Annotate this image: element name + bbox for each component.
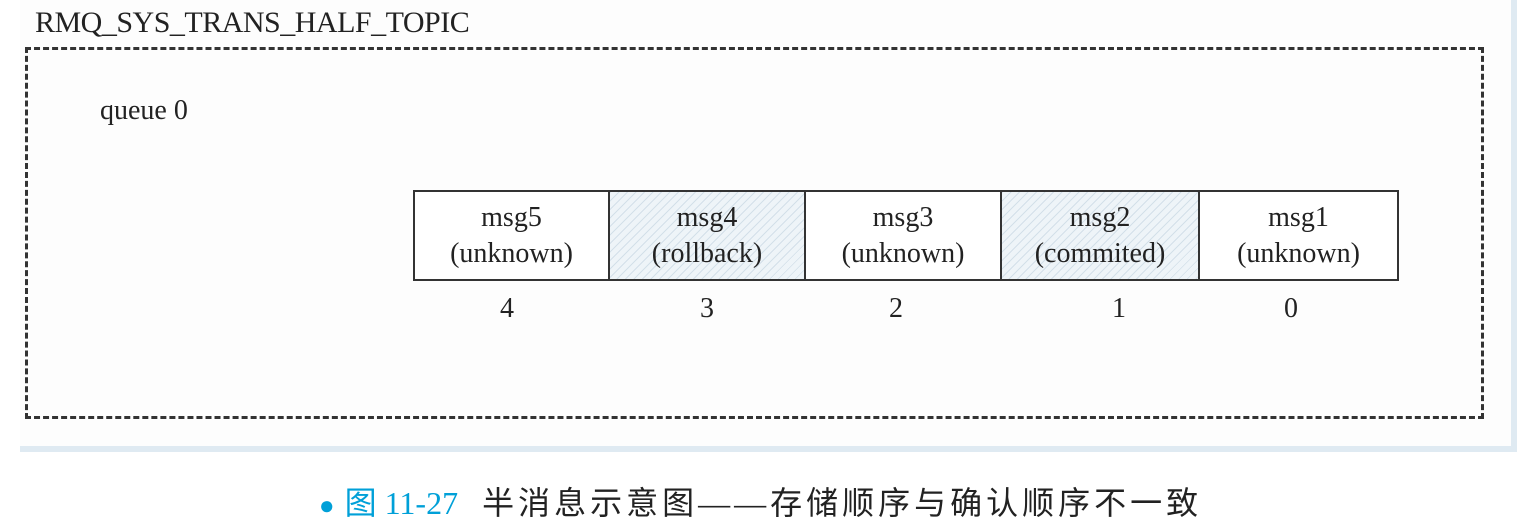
message-name: msg3 xyxy=(872,201,934,233)
bullet-icon: ● xyxy=(318,491,335,520)
figure-caption: ● 图 11-27 半消息示意图——存储顺序与确认顺序不一致 xyxy=(0,478,1521,524)
queue-label: queue 0 xyxy=(100,95,188,126)
message-state: (unknown) xyxy=(841,237,965,269)
message-name: msg4 xyxy=(676,201,738,233)
message-name: msg5 xyxy=(481,201,542,233)
figure-caption-text: 半消息示意图——存储顺序与确认顺序不一致 xyxy=(482,485,1203,521)
offset-label: 0 xyxy=(1284,293,1298,324)
message-state: (unknown) xyxy=(450,237,573,269)
message-state: (commited) xyxy=(1034,237,1166,269)
message-box-msg4: msg4 (rollback) xyxy=(608,190,806,281)
message-box-msg2: msg2 (commited) xyxy=(1000,190,1200,281)
message-state: (unknown) xyxy=(1237,237,1360,269)
offset-label: 4 xyxy=(500,293,514,324)
queue-container xyxy=(25,47,1484,419)
message-name: msg2 xyxy=(1069,201,1131,233)
message-box-msg1: msg1 (unknown) xyxy=(1198,190,1399,281)
message-box-msg5: msg5 (unknown) xyxy=(413,190,610,281)
message-state: (rollback) xyxy=(651,237,763,269)
message-name: msg1 xyxy=(1268,201,1329,233)
figure-number: 图 11-27 xyxy=(344,485,459,521)
offset-label: 1 xyxy=(1112,293,1126,324)
offset-label: 3 xyxy=(700,293,714,324)
message-box-msg3: msg3 (unknown) xyxy=(804,190,1002,281)
topic-title: RMQ_SYS_TRANS_HALF_TOPIC xyxy=(35,6,470,39)
offset-label: 2 xyxy=(889,293,903,324)
